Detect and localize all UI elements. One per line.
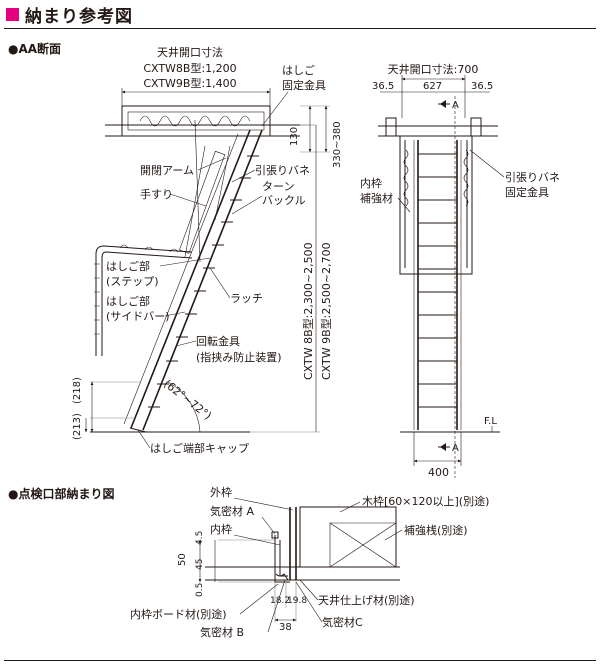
front-opening-dim [380,75,490,118]
aa-turnbuckle-1: ターン [262,180,294,193]
front-spring-leader [469,149,505,178]
detail-ceiling-finish: 天井仕上げ材(別途) [318,593,415,607]
front-ladder [413,140,462,430]
aa-handrail [94,244,193,356]
aa-handrail-leader [169,193,207,207]
front-box [399,135,473,275]
front-dim-right: 36.5 [471,81,493,92]
detail-ceiling-leader [299,579,319,601]
detail-reinforce: 補強桟(別途) [404,523,468,537]
aa-opening-dim-line [121,88,271,118]
detail-outer-leader [233,497,294,511]
title-marker [6,7,19,21]
aa-fixing-bracket-1: はしご [282,63,315,77]
aa-side-1: はしご部 [106,294,150,308]
detail-board: 内枠ボード材(別途) [130,607,227,621]
front-opening-title: 天井開口寸法:700 [388,62,479,76]
bottom-rule [4,660,596,661]
aa-step-2: (ステップ) [106,275,159,288]
aa-tension-spring: 引張りバネ [255,163,310,177]
aa-rotating-2: (指挟み防止装置) [196,350,282,364]
aa-rotating-1: 回転金具 [196,334,240,348]
front-spring-bracket-2: 固定金具 [505,185,549,199]
detail-dim-19-8: 19.8 [287,596,307,606]
front-inner-leader [397,197,411,213]
detail-reinforce-leader [384,529,403,541]
aa-dim-213: (213) [72,413,83,440]
aa-opening-arm: 開閉アーム [140,164,194,177]
aa-angle-arc [167,381,201,433]
detail-dim-18-2: 18.2 [270,596,290,606]
aa-ladder [123,119,263,433]
aa-opening-9b: CXTW9B型:1,400 [143,76,236,90]
aa-dim-330-380: 330~380 [332,121,343,168]
aa-side-leader [164,311,186,317]
aa-latch-leader [209,267,231,299]
aa-dim-218: (218) [72,377,83,404]
aa-latch: ラッチ [230,292,263,305]
front-width-400: 400 [428,466,449,479]
aa-arm-leader [197,157,227,171]
detail-heading: ●点検口部納まり図 [8,486,114,501]
detail-inner-frame: 内枠 [210,522,232,536]
detail-dim-38: 38 [279,622,292,633]
aa-endcap-leader [137,429,151,449]
front-section-a-top [438,100,450,108]
aa-turnbuckle-leader [231,195,263,215]
aa-end-cap: はしご端部キャップ [150,441,249,455]
detail-dim-0-5: 0.5 [195,583,205,597]
front-inner-frame-2: 補強材 [360,191,393,205]
detail-inner-leader [233,534,281,546]
detail-drawing [205,506,400,622]
front-dim-mid: 627 [423,81,442,92]
front-spring-bracket-1: 引張りバネ [505,170,560,184]
detail-seal-c-leader [295,581,323,623]
aa-opening-8b: CXTW8B型:1,200 [143,61,236,75]
detail-dim-50: 50 [177,553,188,566]
aa-fixing-leader [261,91,289,127]
front-width-dim [413,432,462,466]
aa-step-leader [159,257,211,267]
front-inner-frame-1: 内枠 [360,176,382,190]
title-text: 納まり参考図 [25,6,133,27]
detail-dims [198,539,297,622]
detail-board-leader [239,583,279,615]
aa-fixing-bracket-2: 固定金具 [282,78,326,92]
detail-seal-a-leader [261,516,276,535]
detail-dim-4-5: 4.5 [195,531,205,545]
front-a-top: A [452,100,459,111]
aa-step-1: はしご部 [106,259,150,273]
detail-seal-b-leader [267,579,286,633]
aa-turnbuckle-2: バックル [262,194,306,207]
detail-dim-45: 45 [195,559,205,570]
aa-height-dims [308,105,328,153]
aa-ladder-steps [148,155,259,408]
detail-seal-c: 気密材C [322,615,363,629]
detail-wood-frame: 木枠[60×120以上](別途) [362,494,489,508]
front-dim-left: 36.5 [372,81,394,92]
aa-height-8b: CXTW 8B型:2,300~2,500 [301,242,315,380]
aa-heading: ●AA断面 [8,41,61,56]
aa-height-9b: CXTW 9B型:2,500~2,700 [319,242,333,380]
detail-wood-leader [339,501,361,513]
page-title: 納まり参考図 [6,3,133,27]
front-fl: F.L [484,416,497,427]
detail-seal-a: 気密材 A [210,504,254,518]
detail-seal-b: 気密材 B [200,625,244,639]
detail-outer-frame: 外枠 [210,485,232,499]
aa-rotating-leader [175,340,197,347]
aa-handrail-label: 手すり [140,187,173,201]
aa-opening-title: 天井開口寸法 [157,45,223,59]
front-ceiling [378,96,498,478]
front-a-bottom: A [452,443,459,454]
front-ladder-steps [418,153,457,408]
aa-dim-130: 130 [289,127,300,146]
aa-angle: (62°~72°) [161,377,214,422]
aa-spring-leader [231,169,256,183]
front-section-a-bottom [438,443,450,451]
title-rule [4,28,596,29]
aa-side-2: (サイドバー) [106,310,170,323]
